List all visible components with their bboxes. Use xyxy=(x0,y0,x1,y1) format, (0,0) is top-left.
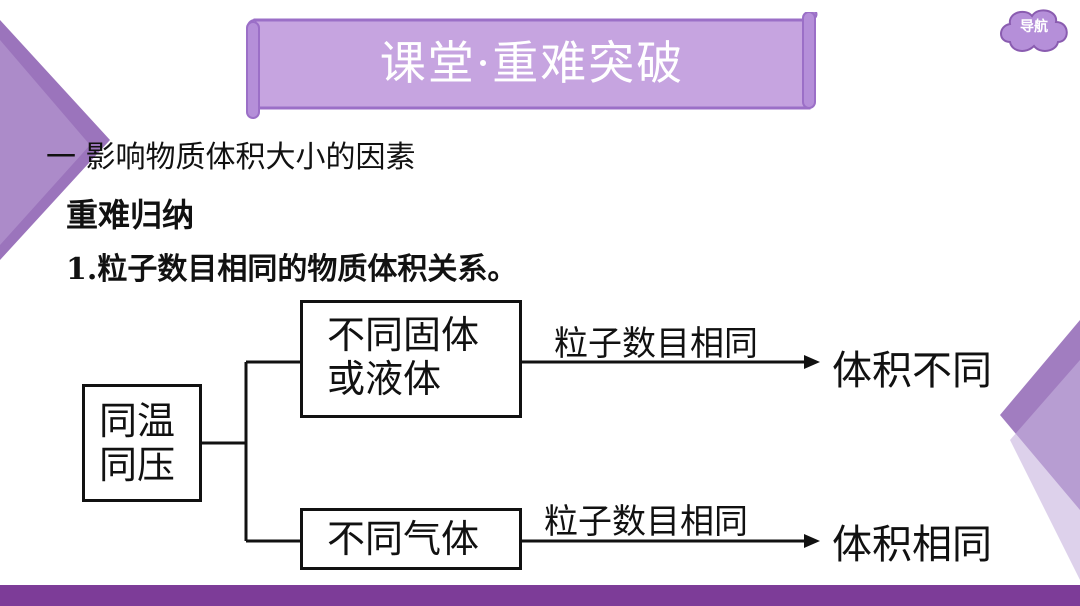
condition-line-1: 同温 xyxy=(99,399,176,443)
nav-cloud-icon[interactable] xyxy=(996,4,1072,56)
nav-label[interactable]: 导航 xyxy=(1020,19,1048,35)
arrow-head-bottom xyxy=(804,534,820,548)
right-decoration xyxy=(1000,320,1080,580)
gas-box: 不同气体 xyxy=(300,508,522,570)
sub-heading: 重难归纳 xyxy=(66,196,195,234)
page-title: 课堂·重难突破 xyxy=(379,36,685,90)
condition-box: 同温 同压 xyxy=(82,384,202,502)
arrow-head-top xyxy=(804,355,820,369)
left-decoration xyxy=(0,20,110,260)
title-scroll-banner xyxy=(246,12,818,119)
solid-liquid-box: 不同固体 或液体 xyxy=(300,300,522,418)
arrow-label-bottom: 粒子数目相同 xyxy=(544,502,748,542)
result-top: 体积不同 xyxy=(832,348,992,394)
arrow-label-top: 粒子数目相同 xyxy=(554,324,758,364)
solid-line-2: 或液体 xyxy=(327,357,442,401)
section-heading: 一 影响物质体积大小的因素 xyxy=(46,140,416,175)
gas-label: 不同气体 xyxy=(327,517,480,561)
point-text: 1.粒子数目相同的物质体积关系。 xyxy=(66,252,518,287)
result-bottom: 体积相同 xyxy=(832,522,992,568)
solid-line-1: 不同固体 xyxy=(327,313,480,357)
condition-line-2: 同压 xyxy=(99,443,176,487)
bottom-bar xyxy=(0,585,1080,606)
